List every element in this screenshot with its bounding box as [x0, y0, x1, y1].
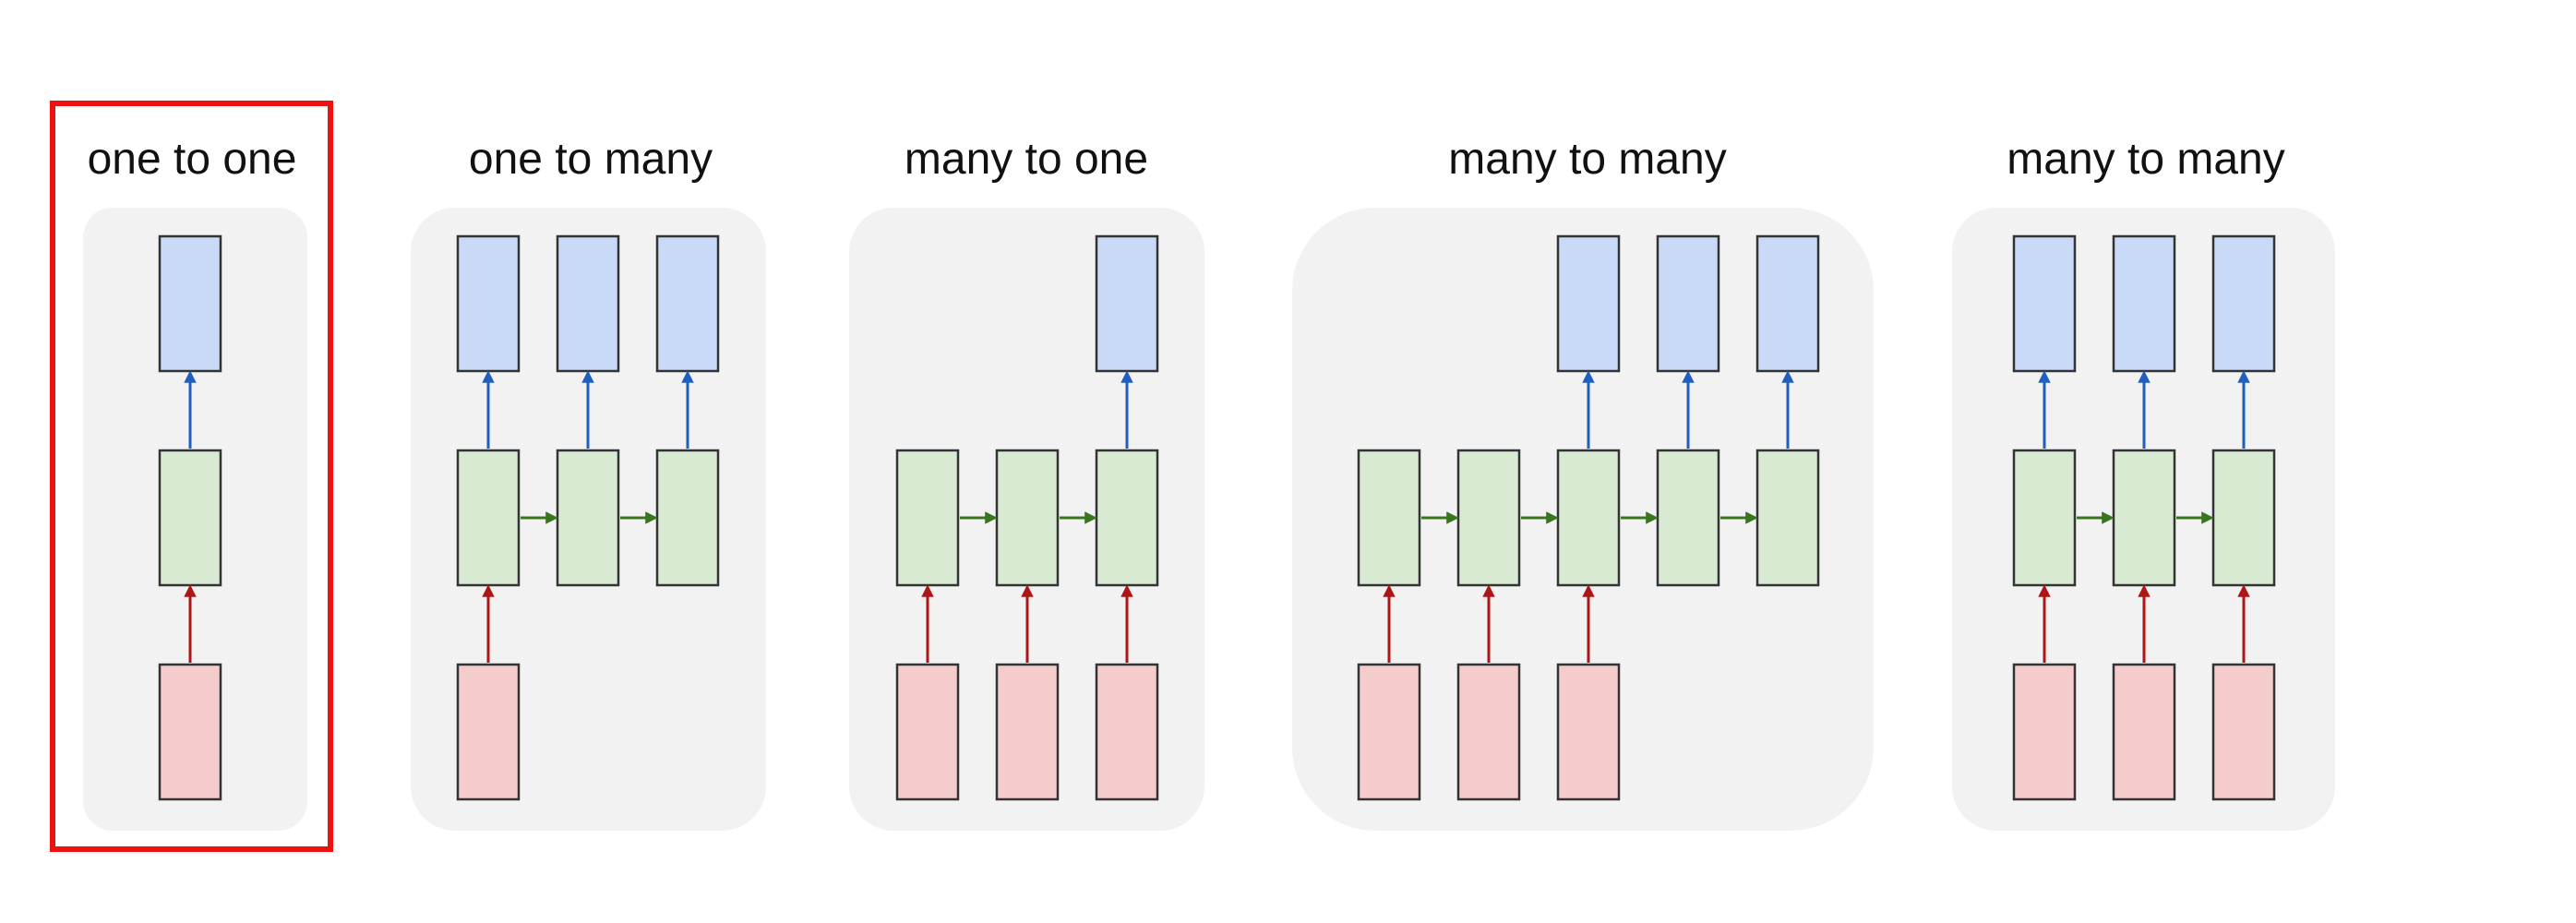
- panel-title: many to many: [2007, 135, 2284, 184]
- hidden-state-box: [2012, 449, 2077, 587]
- hidden-state-box: [556, 449, 620, 587]
- input-box: [1456, 663, 1521, 801]
- panel-many-to-one: many to one: [849, 135, 1204, 831]
- panel-many-to-many-synced: many to many: [1952, 135, 2335, 831]
- output-box: [2012, 234, 2077, 373]
- input-box: [1556, 663, 1621, 801]
- output-box: [158, 234, 222, 373]
- input-box: [2112, 663, 2176, 801]
- panel-title: one to one: [88, 135, 297, 184]
- hidden-state-box: [456, 449, 521, 587]
- hidden-state-box: [2112, 449, 2176, 587]
- hidden-state-box: [995, 449, 1060, 587]
- input-box: [158, 663, 222, 801]
- hidden-state-box: [655, 449, 720, 587]
- input-box: [895, 663, 960, 801]
- output-box: [1556, 234, 1621, 373]
- selection-highlight-frame: [50, 101, 333, 852]
- input-box: [995, 663, 1060, 801]
- panel-one-to-many: one to many: [411, 135, 766, 831]
- hidden-state-box: [158, 449, 222, 587]
- panel-title: one to many: [469, 135, 713, 184]
- hidden-state-box: [1556, 449, 1621, 587]
- input-box: [2211, 663, 2276, 801]
- panel-title: many to many: [1448, 135, 1726, 184]
- panel-many-to-many-delayed: many to many: [1292, 135, 1874, 831]
- input-box: [456, 663, 521, 801]
- output-box: [655, 234, 720, 373]
- hidden-state-box: [1095, 449, 1159, 587]
- hidden-state-box: [2211, 449, 2276, 587]
- input-box: [1357, 663, 1421, 801]
- output-box: [1656, 234, 1720, 373]
- output-box: [456, 234, 521, 373]
- hidden-state-box: [895, 449, 960, 587]
- output-box: [1095, 234, 1159, 373]
- hidden-state-box: [1656, 449, 1720, 587]
- output-box: [2211, 234, 2276, 373]
- hidden-state-box: [1456, 449, 1521, 587]
- output-box: [556, 234, 620, 373]
- hidden-state-box: [1357, 449, 1421, 587]
- panel-title: many to one: [905, 135, 1148, 184]
- panel-one-to-one: one to one: [83, 135, 307, 831]
- output-box: [1755, 234, 1820, 373]
- input-box: [2012, 663, 2077, 801]
- hidden-state-box: [1755, 449, 1820, 587]
- output-box: [2112, 234, 2176, 373]
- input-box: [1095, 663, 1159, 801]
